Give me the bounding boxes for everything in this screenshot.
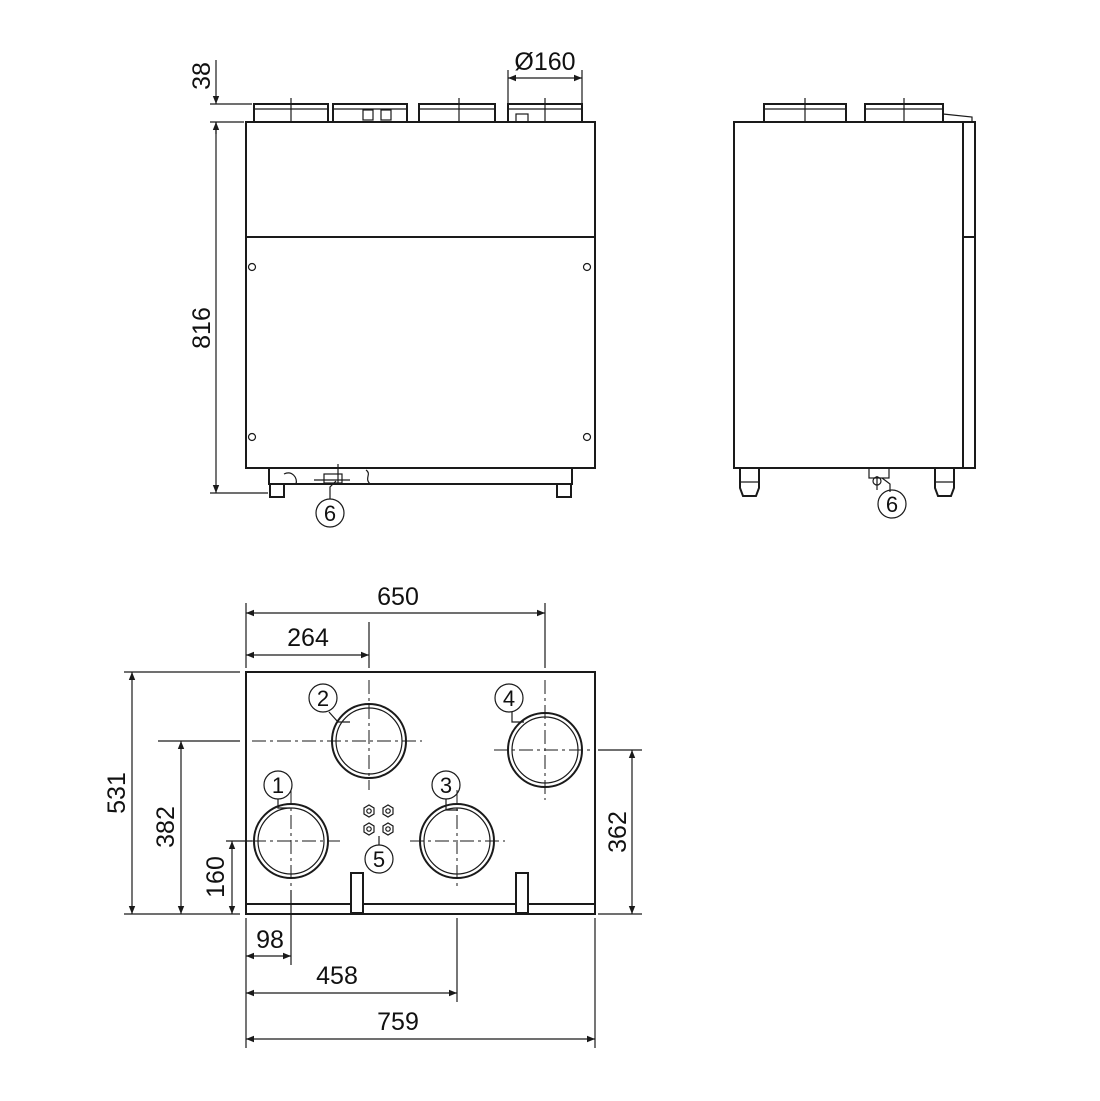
label-38: 38 [188, 62, 216, 90]
front-view [245, 98, 596, 499]
callout-4: 4 [494, 683, 524, 713]
svg-text:6: 6 [886, 492, 898, 517]
label-264: 264 [287, 624, 329, 652]
callout-2: 2 [308, 683, 338, 713]
dim-spigot-diameter: Ø160 [507, 48, 583, 104]
centerlines [252, 680, 590, 890]
front-panel-screws [247, 262, 592, 442]
label-382: 382 [152, 806, 180, 848]
dim-offset-264: 264 [246, 622, 370, 668]
label-160: 160 [202, 856, 230, 898]
label-98: 98 [256, 926, 284, 954]
label-650: 650 [377, 583, 419, 611]
svg-text:2: 2 [317, 686, 329, 711]
dim-unit-height: 816 [188, 122, 268, 494]
svg-text:4: 4 [503, 686, 515, 711]
side-spigots [763, 98, 973, 127]
dim-depth-650: 650 [245, 583, 546, 668]
dim-offset-458: 458 [246, 918, 458, 1002]
label-362: 362 [604, 811, 632, 853]
top-body [245, 671, 596, 915]
dim-width-759: 759 [246, 918, 596, 1048]
front-body [245, 121, 596, 469]
label-759: 759 [377, 1008, 419, 1036]
side-body [733, 121, 964, 469]
dim-height-382: 382 [152, 740, 240, 914]
dim-height-160: 160 [202, 840, 252, 914]
callout-1: 1 [263, 770, 293, 800]
dim-spigot-height: 38 [188, 60, 252, 134]
svg-text:5: 5 [373, 847, 385, 872]
label-816: 816 [188, 307, 216, 349]
callout-5: 5 [364, 844, 394, 874]
svg-text:3: 3 [440, 773, 452, 798]
label-531: 531 [103, 772, 131, 814]
callout-6-front: 6 [315, 498, 345, 528]
callout-6-side: 6 [877, 489, 907, 519]
top-view [245, 671, 596, 915]
label-d160: Ø160 [514, 48, 575, 76]
callout-3: 3 [431, 770, 461, 800]
connection-nuts [363, 804, 394, 845]
dim-height-362: 362 [598, 749, 642, 915]
svg-text:1: 1 [272, 773, 284, 798]
dim-offset-98: 98 [245, 890, 292, 1048]
svg-text:6: 6 [324, 501, 336, 526]
dim-width-531: 531 [103, 671, 240, 915]
side-view [733, 98, 976, 497]
label-458: 458 [316, 962, 358, 990]
